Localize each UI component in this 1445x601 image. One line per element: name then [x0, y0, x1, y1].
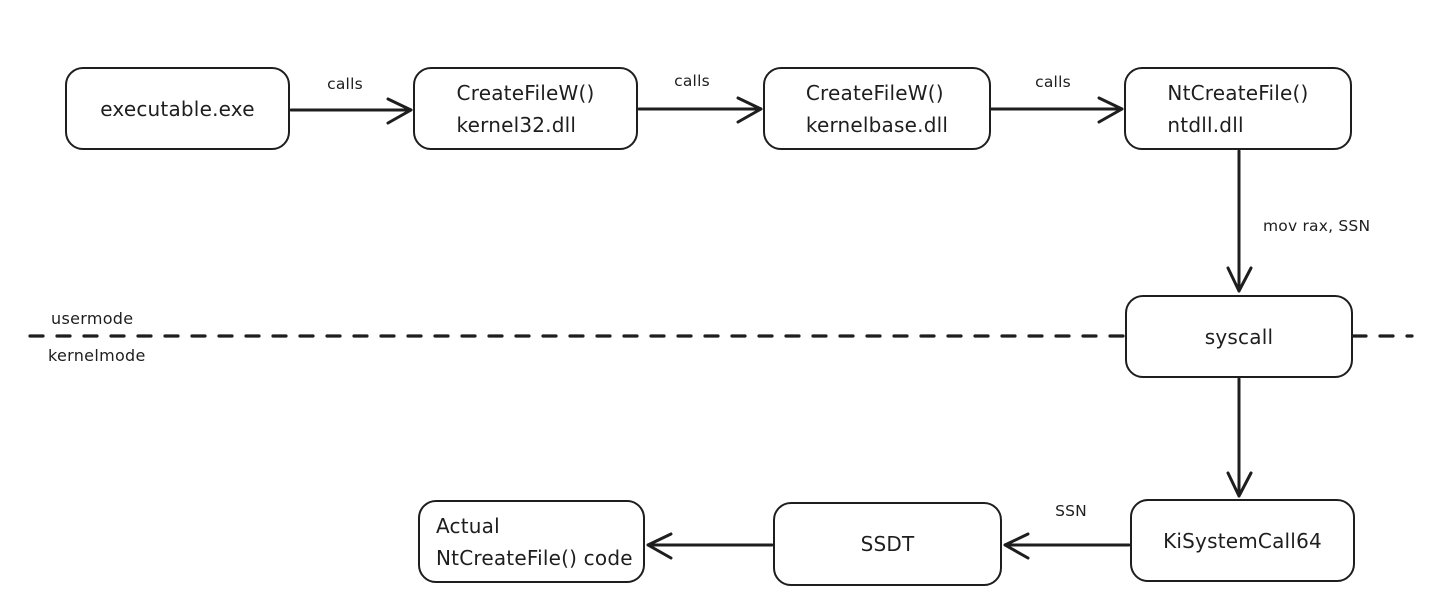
node-kernel32: CreateFileW() kernel32.dll [413, 67, 638, 150]
arrow-ntdll-to-syscall [1226, 149, 1253, 293]
edge-label-calls-2: calls [674, 72, 710, 90]
edge-label-ssn: SSN [1055, 502, 1087, 520]
node-kernel32-function: CreateFileW() [456, 80, 595, 105]
edge-label-calls-1: calls [327, 75, 363, 93]
arrow-kisystemcall64-to-ssdt [1003, 532, 1131, 560]
node-executable-label: executable.exe [100, 96, 255, 121]
node-ntdll: NtCreateFile() ntdll.dll [1124, 67, 1352, 150]
node-actual-line1: Actual [436, 513, 500, 538]
arrow-kernelbase-to-ntdll [989, 96, 1124, 124]
node-kisystemcall64: KiSystemCall64 [1130, 499, 1355, 582]
arrow-ssdt-to-actual [646, 532, 774, 560]
arrow-executable-to-kernel32 [289, 97, 413, 125]
node-ntdll-module: ntdll.dll [1167, 112, 1244, 137]
node-kernelbase-function: CreateFileW() [805, 80, 944, 105]
node-kisystemcall64-label: KiSystemCall64 [1163, 528, 1322, 553]
edge-label-calls-3: calls [1035, 73, 1071, 91]
node-ntdll-function: NtCreateFile() [1167, 80, 1309, 105]
node-executable: executable.exe [65, 67, 290, 150]
node-kernelbase-module: kernelbase.dll [805, 112, 949, 137]
node-ssdt-label: SSDT [860, 532, 915, 556]
kernelmode-label: kernelmode [48, 346, 146, 365]
node-kernelbase: CreateFileW() kernelbase.dll [763, 67, 991, 150]
node-syscall: syscall [1125, 295, 1353, 378]
node-ssdt: SSDT [773, 502, 1002, 586]
arrow-kernel32-to-kernelbase [637, 96, 763, 124]
arrow-syscall-to-kisystemcall64 [1226, 377, 1253, 498]
node-actual-line2: NtCreateFile() code [436, 545, 633, 570]
usermode-label: usermode [51, 309, 134, 328]
node-syscall-label: syscall [1204, 324, 1274, 349]
node-actual-ntcreatefile: Actual NtCreateFile() code [418, 500, 645, 583]
node-kernel32-module: kernel32.dll [456, 112, 577, 137]
edge-label-mov-rax-ssn: mov rax, SSN [1263, 217, 1371, 235]
